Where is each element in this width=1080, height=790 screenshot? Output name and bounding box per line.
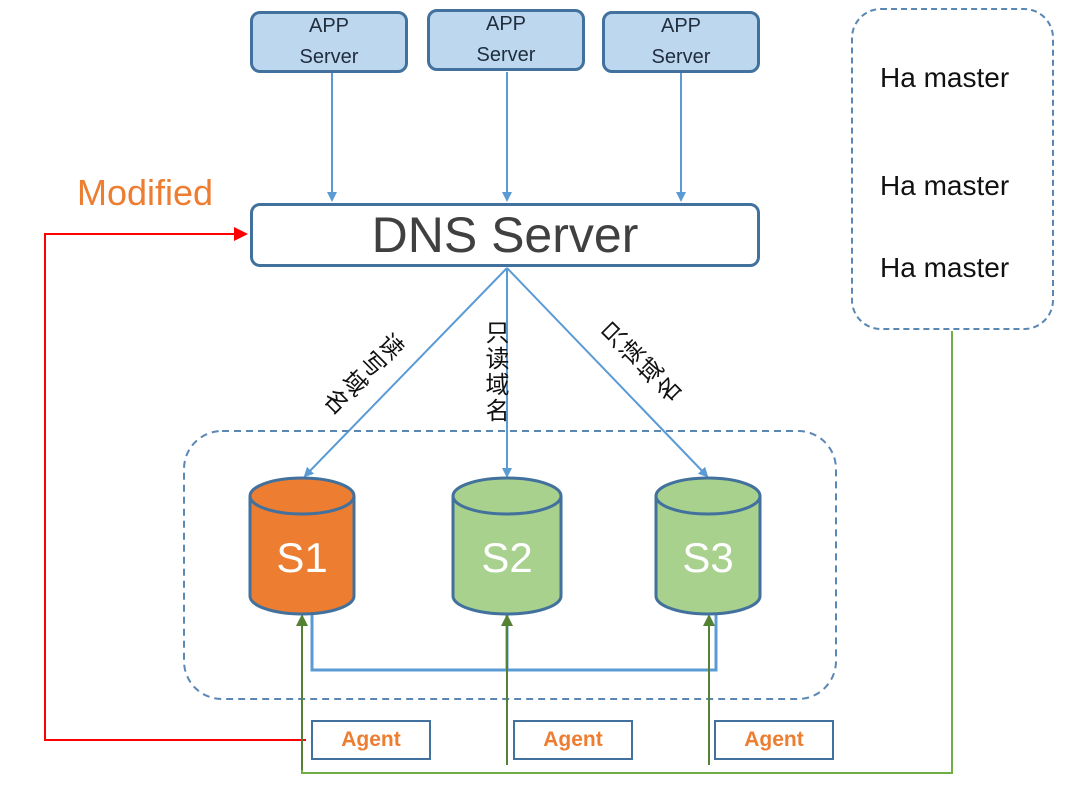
agent-2-label: Agent <box>543 728 603 751</box>
database-s1 <box>248 476 356 616</box>
app-server-3[interactable]: APP Server <box>602 11 760 73</box>
app-server-3-line2: Server <box>651 46 711 68</box>
dns-to-s1-arrow <box>303 267 508 478</box>
database-s3 <box>654 476 762 616</box>
dns-server-label: DNS Server <box>371 207 639 263</box>
agent-box-3[interactable]: Agent <box>714 720 834 760</box>
app-server-1[interactable]: APP Server <box>250 11 408 73</box>
agent-3-label: Agent <box>744 728 804 751</box>
app-server-1-line1: APP <box>308 15 350 37</box>
modified-label: Modified <box>77 172 214 213</box>
ha-master-label-3: Ha master <box>880 252 1010 283</box>
ha-master-label-2: Ha master <box>880 170 1010 201</box>
read-only-domain-label-middle: 只读域名 <box>481 320 508 424</box>
ha-master-panel[interactable] <box>851 8 1054 330</box>
app-server-1-line2: Server <box>299 46 359 68</box>
agent-box-1[interactable]: Agent <box>311 720 431 760</box>
app-server-2-line2: Server <box>476 44 536 66</box>
database-s1-label: S1 <box>276 534 328 581</box>
dns-server-box[interactable]: DNS Server <box>250 203 760 267</box>
agent-1-label: Agent <box>341 728 401 751</box>
cluster-dashed-border <box>183 430 837 700</box>
app-server-3-line1: APP <box>660 15 702 37</box>
database-s2-label: S2 <box>481 534 533 581</box>
ha-master-green-line <box>301 331 953 774</box>
replication-link <box>310 612 718 672</box>
app-server-2[interactable]: APP Server <box>427 9 585 71</box>
dns-to-s3-arrow <box>506 267 709 478</box>
modified-red-line <box>44 227 306 741</box>
ha-master-label-1: Ha master <box>880 62 1010 93</box>
app-server-2-line1: APP <box>485 13 527 35</box>
agent-box-2[interactable]: Agent <box>513 720 633 760</box>
database-s3-label: S3 <box>682 534 734 581</box>
database-s2 <box>451 476 563 616</box>
